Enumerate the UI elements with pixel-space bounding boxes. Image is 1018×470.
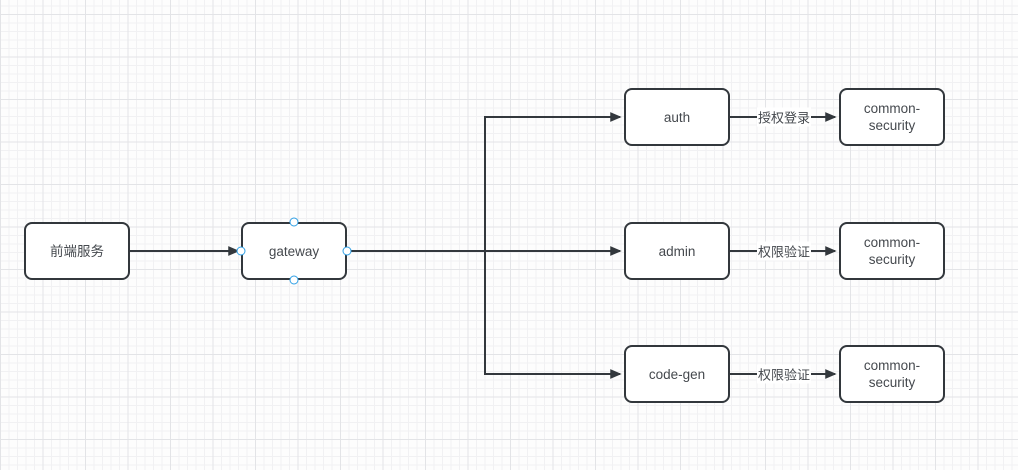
- node-common-security-auth-label: common- security: [863, 101, 921, 133]
- node-admin[interactable]: admin: [624, 222, 730, 280]
- node-code-gen-label: code-gen: [648, 366, 706, 382]
- edge-label-codegen-security[interactable]: 权限验证: [756, 364, 812, 384]
- node-common-security-auth[interactable]: common- security: [839, 88, 945, 146]
- node-auth[interactable]: auth: [624, 88, 730, 146]
- node-gateway-label: gateway: [268, 243, 320, 259]
- node-admin-label: admin: [658, 243, 696, 259]
- node-code-gen[interactable]: code-gen: [624, 345, 730, 403]
- edge-label-admin-security[interactable]: 权限验证: [756, 241, 812, 261]
- connection-point-right[interactable]: [342, 246, 352, 256]
- edge-gateway-codegen[interactable]: [484, 251, 622, 379]
- connection-point-top[interactable]: [289, 217, 299, 227]
- edge-gateway-auth[interactable]: [484, 112, 622, 251]
- node-common-security-admin-label: common- security: [863, 235, 921, 267]
- node-gateway[interactable]: gateway: [241, 222, 347, 280]
- connection-point-left[interactable]: [236, 246, 246, 256]
- node-common-security-codegen-label: common- security: [863, 358, 921, 390]
- node-common-security-admin[interactable]: common- security: [839, 222, 945, 280]
- node-frontend[interactable]: 前端服务: [24, 222, 130, 280]
- connection-point-bottom[interactable]: [289, 275, 299, 285]
- node-auth-label: auth: [663, 109, 691, 125]
- node-common-security-codegen[interactable]: common- security: [839, 345, 945, 403]
- edge-label-auth-security[interactable]: 授权登录: [756, 107, 812, 127]
- node-frontend-label: 前端服务: [50, 243, 104, 259]
